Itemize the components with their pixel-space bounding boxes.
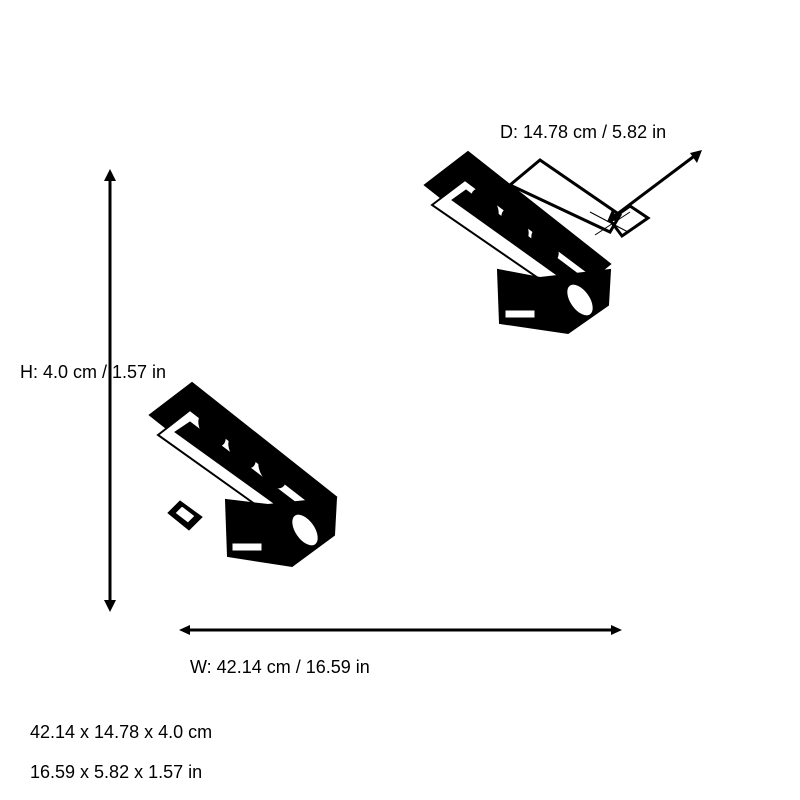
height-arrow <box>104 169 116 612</box>
top-right-model-view <box>423 150 651 335</box>
width-label: W: 42.14 cm / 16.59 in <box>190 657 370 677</box>
arrowhead-up-icon <box>104 169 116 181</box>
width-arrow <box>179 625 622 635</box>
summary-in: 16.59 x 5.82 x 1.57 in <box>30 762 203 782</box>
arrowhead-right-icon <box>611 625 622 635</box>
bottom-left-model-view <box>148 381 338 568</box>
arrowhead-down-icon <box>104 600 116 612</box>
arrowhead-diagonal-up-icon <box>690 150 702 163</box>
arrowhead-left-icon <box>179 625 190 635</box>
height-label: H: 4.0 cm / 1.57 in <box>20 362 167 382</box>
summary-cm: 42.14 x 14.78 x 4.0 cm <box>30 722 213 742</box>
depth-label: D: 14.78 cm / 5.82 in <box>500 122 667 142</box>
